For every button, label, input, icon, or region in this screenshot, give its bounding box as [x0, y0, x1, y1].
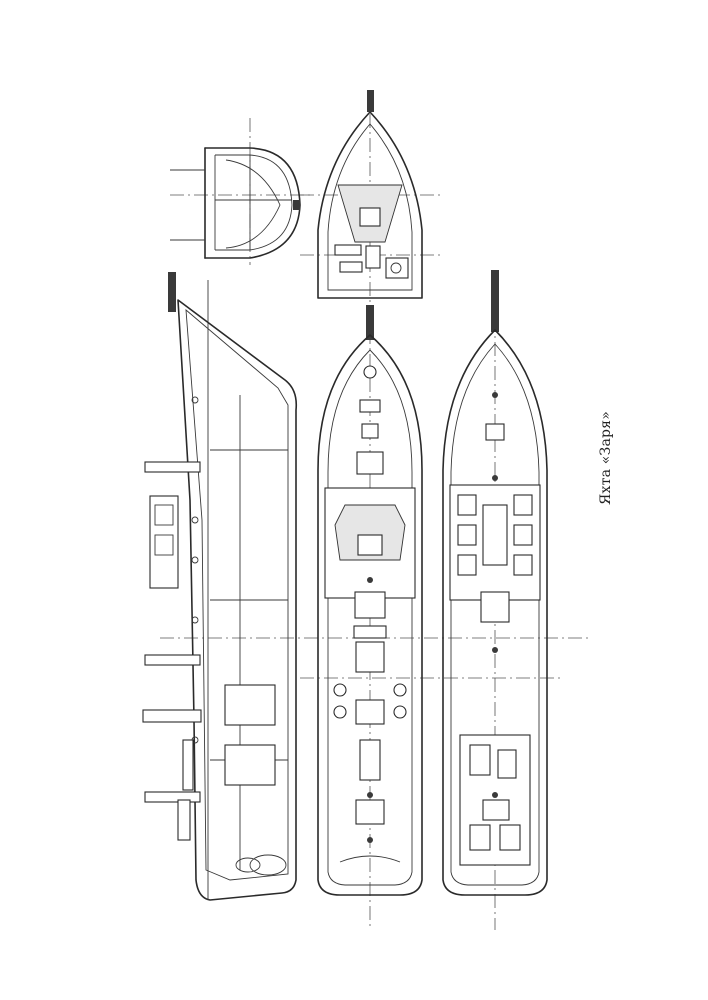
bow-plan	[317, 90, 423, 299]
deck-plan	[317, 305, 423, 896]
drawing-caption: Яхта «Заря»	[598, 411, 614, 505]
side-profile	[142, 272, 298, 901]
lower-deck-plan	[442, 270, 548, 896]
midship-section	[170, 147, 301, 259]
